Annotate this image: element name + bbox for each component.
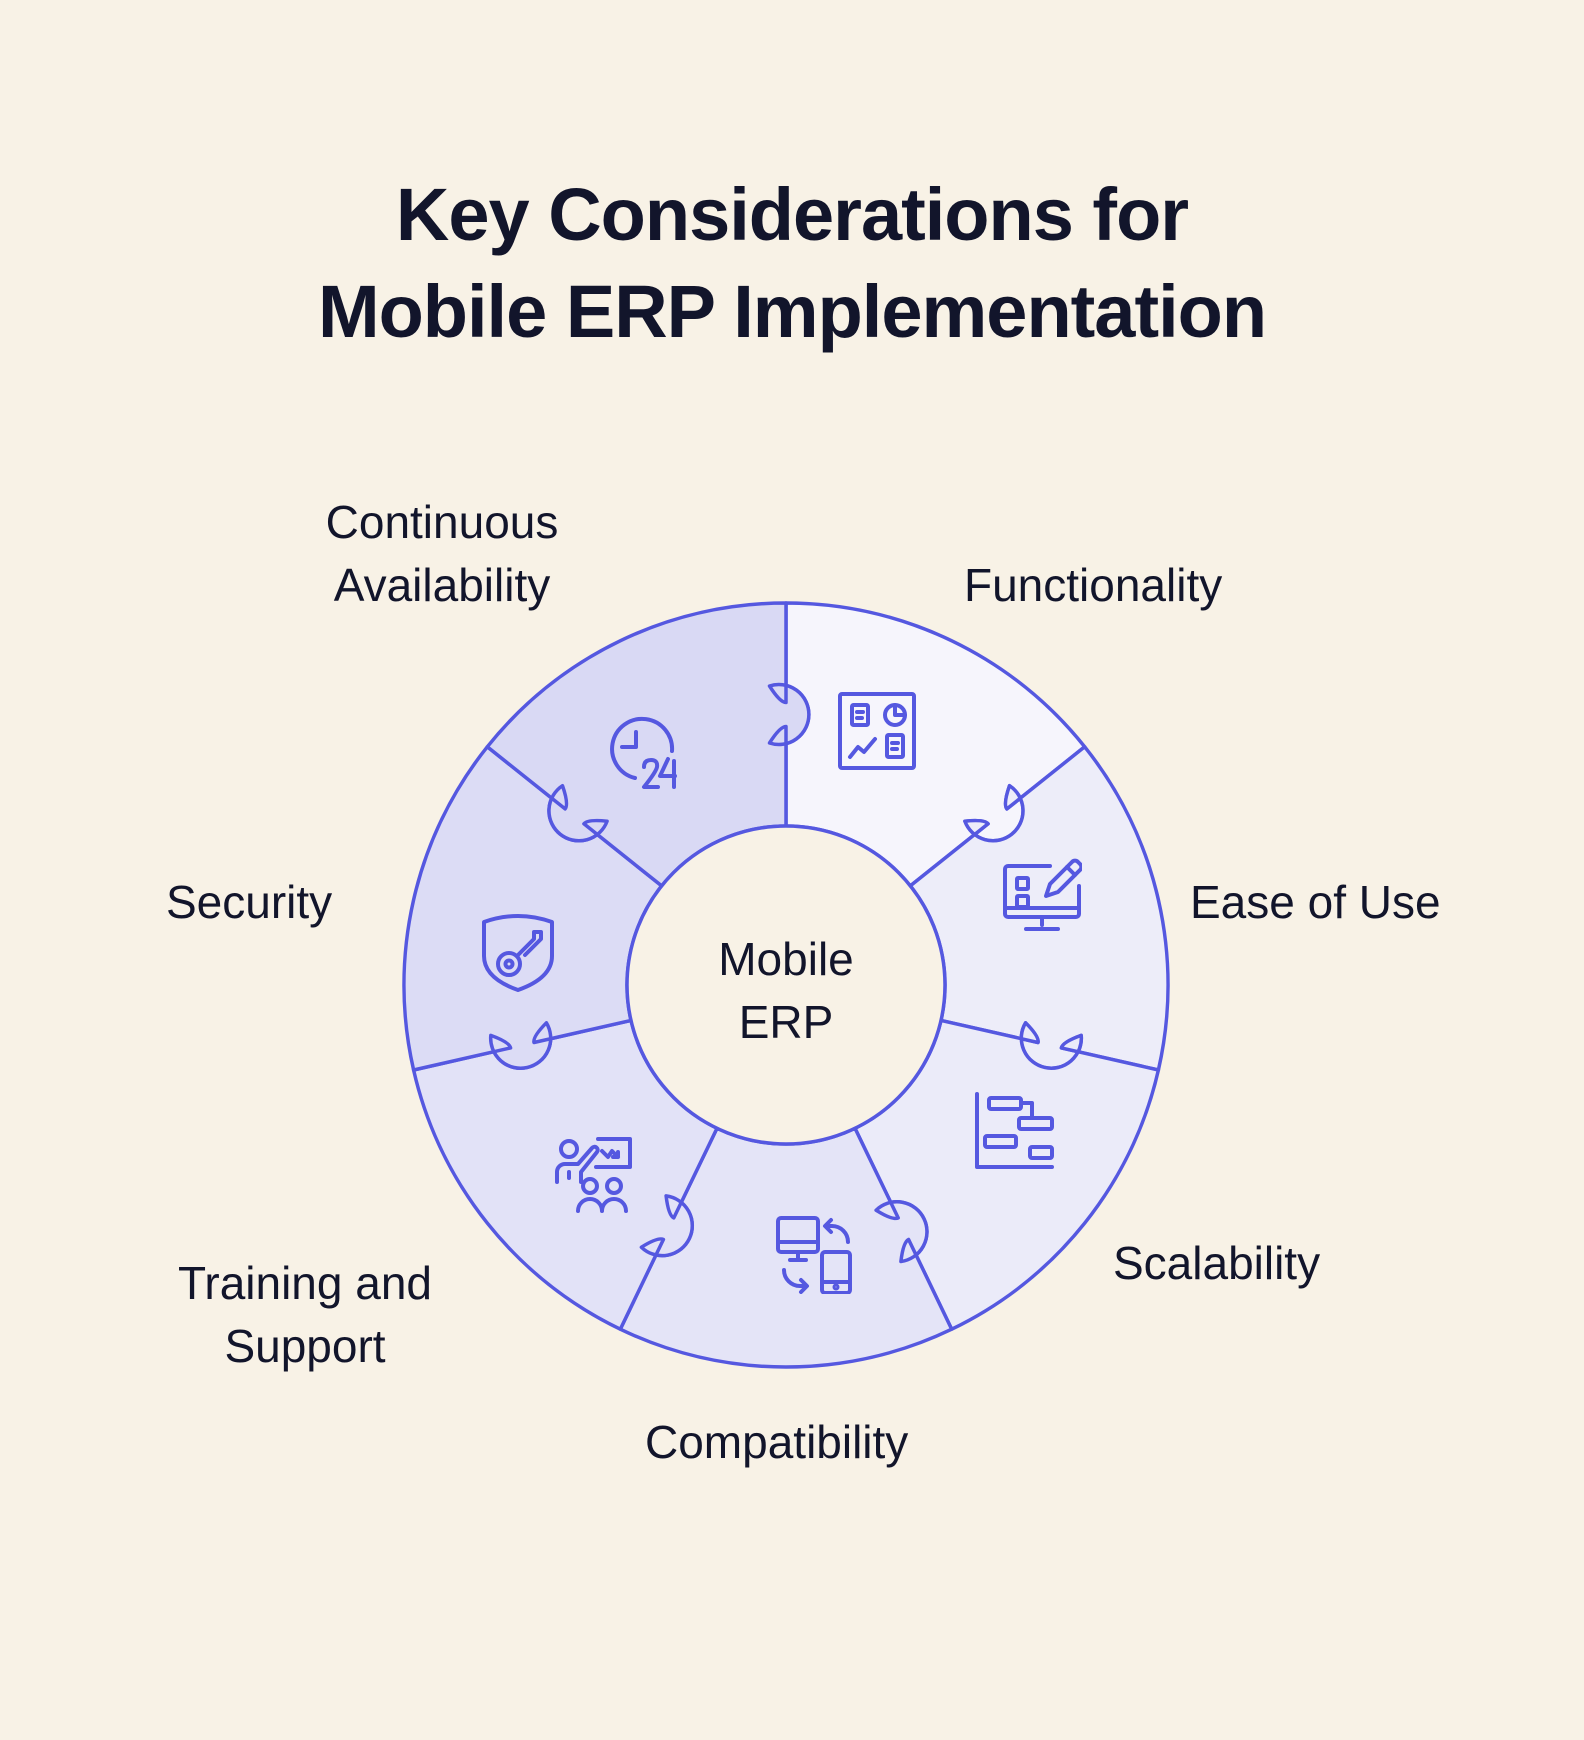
label-continuous-availability: Continuous Availability [300,491,584,617]
page-title: Key Considerations for Mobile ERP Implem… [0,166,1584,360]
clock-24-icon [604,715,684,795]
label-functionality: Functionality [964,554,1222,617]
title-line-2: Mobile ERP Implementation [317,270,1267,353]
label-training-and-support: Training and Support [155,1252,455,1378]
monitor-edit-icon [1002,856,1082,936]
center-hub [625,824,947,1146]
label-line: Training and [177,1257,432,1309]
label-line: Security [166,876,333,928]
label-ease-of-use: Ease of Use [1190,871,1441,934]
label-line: Support [224,1320,386,1372]
label-line: Scalability [1113,1237,1321,1289]
shield-key-icon [478,912,558,992]
title-line-1: Key Considerations for [395,173,1189,256]
label-line: Ease of Use [1190,876,1441,928]
gantt-chart-icon [974,1090,1054,1170]
center-line-2: ERP [738,996,834,1048]
label-line: Availability [333,559,551,611]
label-compatibility: Compatibility [645,1411,908,1474]
segment-security [485,601,811,888]
label-line: Continuous [325,496,559,548]
center-line-1: Mobile [718,933,854,985]
device-sync-icon [774,1214,854,1294]
presentation-icon [554,1134,634,1214]
dashboard-icon [837,691,917,771]
label-line: Compatibility [645,1416,909,1468]
label-security: Security [166,871,332,934]
center-hub-label: Mobile ERP [627,928,945,1054]
label-scalability: Scalability [1113,1232,1320,1295]
label-line: Functionality [964,559,1223,611]
